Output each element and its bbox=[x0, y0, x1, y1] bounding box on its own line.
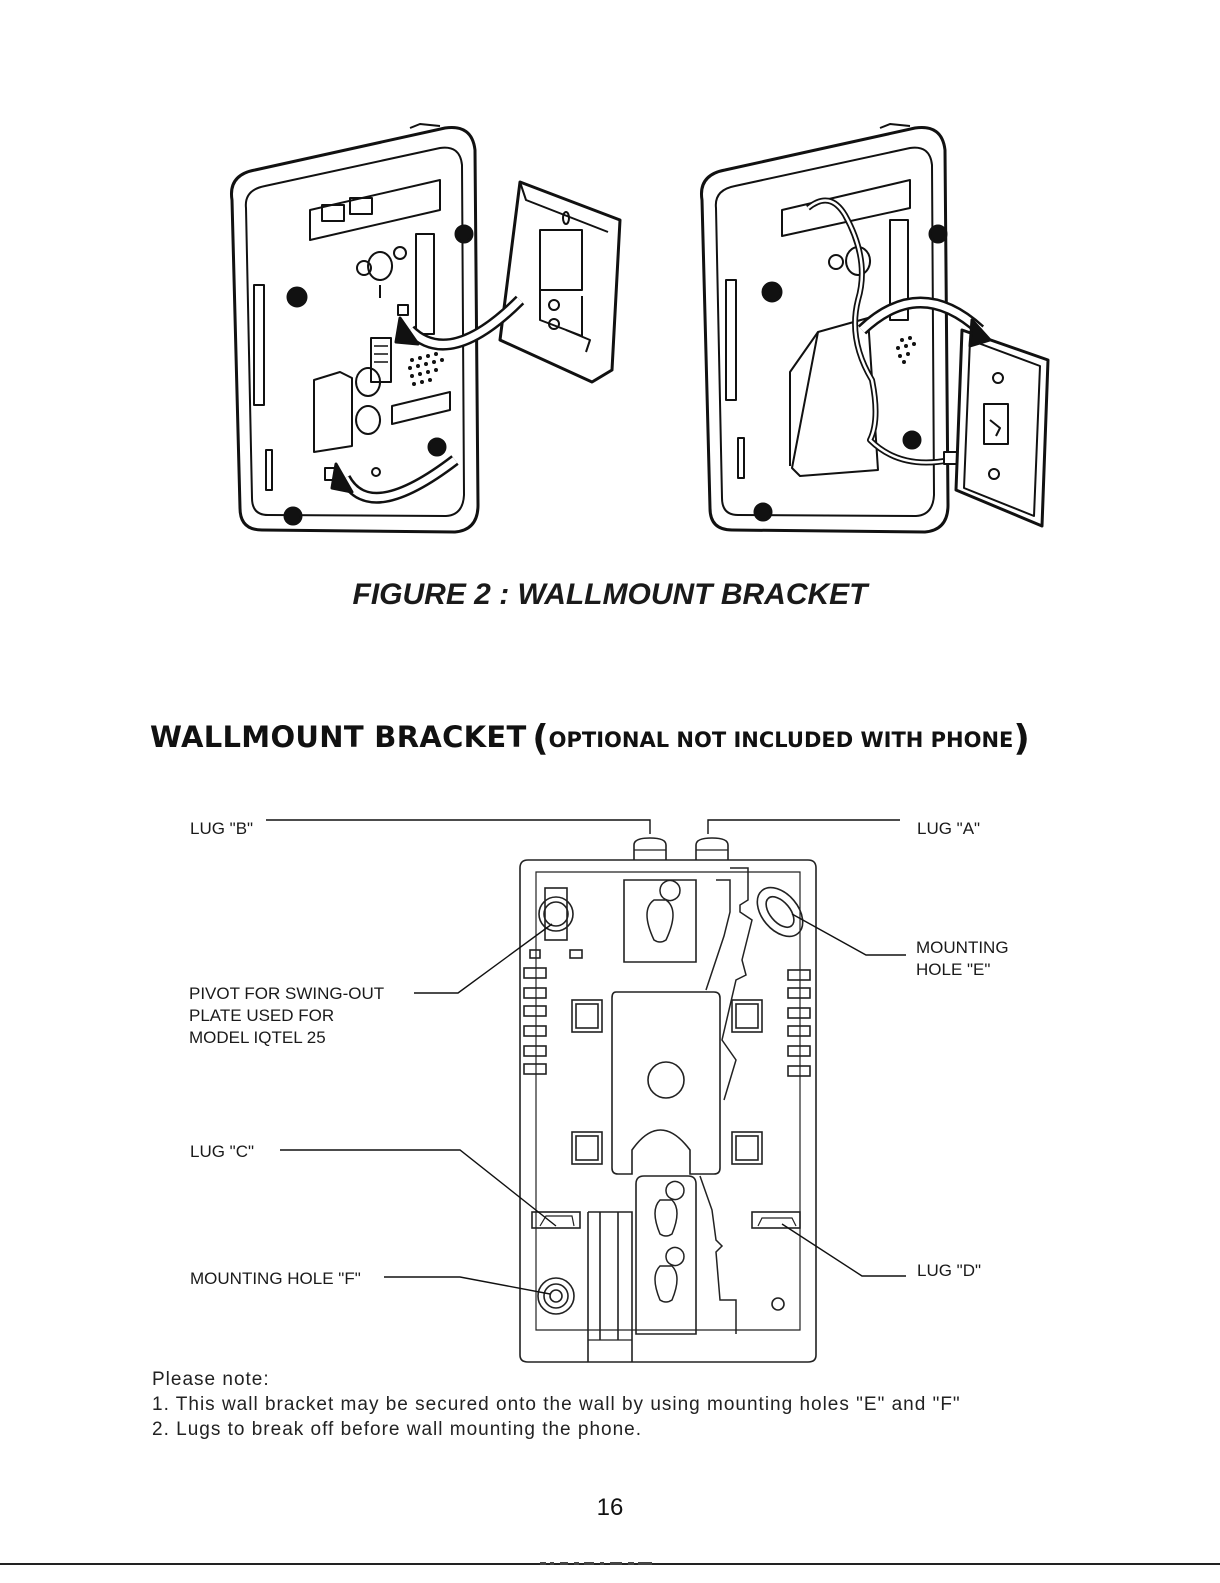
phone-back-left bbox=[229, 123, 480, 534]
notes-block: Please note: 1. This wall bracket may be… bbox=[152, 1367, 961, 1442]
notes-heading: Please note: bbox=[152, 1369, 270, 1390]
mounting-hole-e bbox=[756, 886, 804, 938]
label-lug-b: LUG "B" bbox=[190, 819, 254, 838]
label-pivot: PIVOT FOR SWING-OUT PLATE USED FOR MODEL… bbox=[189, 984, 385, 1047]
label-lug-a: LUG "A" bbox=[917, 819, 981, 838]
leader-pivot bbox=[414, 923, 553, 994]
heading-subtitle: OPTIONAL NOT INCLUDED WITH PHONE bbox=[548, 728, 1014, 752]
lug-c bbox=[531, 1211, 581, 1229]
note-item-1: 1. This wall bracket may be secured onto… bbox=[152, 1394, 961, 1415]
heading-paren-close: ) bbox=[1013, 718, 1030, 759]
label-lug-d: LUG "D" bbox=[917, 1261, 982, 1280]
leader-lug-a bbox=[707, 819, 900, 834]
lug-d bbox=[751, 1211, 801, 1229]
lug-a bbox=[695, 837, 729, 860]
page-number: 16 bbox=[596, 1494, 624, 1521]
label-mounting-hole-f: MOUNTING HOLE "F" bbox=[190, 1269, 361, 1288]
leader-lug-b bbox=[266, 819, 651, 834]
figure-caption: FIGURE 2 : WALLMOUNT BRACKET bbox=[352, 578, 868, 611]
leader-hole-f bbox=[384, 1276, 551, 1295]
wallmount-figure-illustration bbox=[229, 123, 1050, 534]
leader-lug-d bbox=[781, 1223, 906, 1277]
lug-b bbox=[633, 837, 667, 860]
leader-lug-c bbox=[280, 1149, 557, 1227]
note-item-2: 2. Lugs to break off before wall mountin… bbox=[152, 1419, 643, 1440]
heading-main: WALLMOUNT BRACKET bbox=[150, 720, 527, 754]
mounting-hole-f bbox=[537, 1277, 575, 1315]
phone-back-right bbox=[699, 123, 959, 534]
label-lug-c: LUG "C" bbox=[190, 1142, 255, 1161]
label-mounting-hole-e: MOUNTING HOLE "E" bbox=[916, 938, 1009, 979]
wall-jack-plate bbox=[954, 328, 1050, 528]
section-heading: WALLMOUNT BRACKET (OPTIONAL NOT INCLUDED… bbox=[150, 718, 1030, 759]
heading-paren-open: ( bbox=[532, 718, 549, 759]
bracket-diagram bbox=[266, 819, 906, 1363]
pivot bbox=[529, 887, 583, 959]
wallmount-bracket-left bbox=[498, 180, 622, 384]
printer-mark bbox=[540, 1562, 652, 1565]
leader-hole-e bbox=[791, 913, 906, 956]
